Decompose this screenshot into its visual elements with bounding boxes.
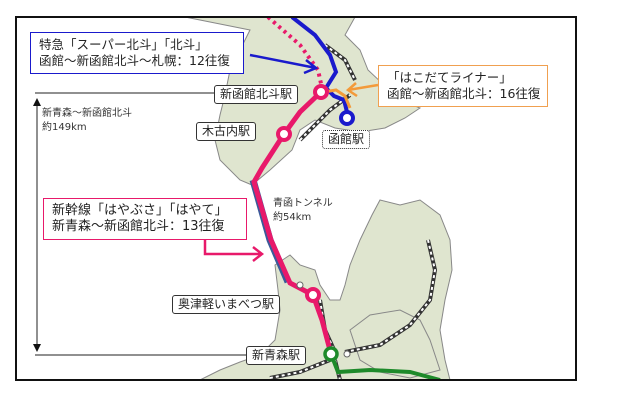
tunnel-note: 青函トンネル 約54km: [273, 197, 333, 225]
arrow-up-icon: [33, 98, 41, 106]
tunnel-name: 青函トンネル: [273, 198, 333, 209]
express-callout-arrow: [249, 53, 319, 75]
station-label-shin-aomori: 新青森駅: [246, 346, 307, 365]
distance-value: 約149km: [42, 122, 87, 133]
liner-callout: 「はこだてライナー」 函館～新函館北斗：16往復: [378, 65, 548, 107]
liner-callout-title: 「はこだてライナー」: [387, 70, 512, 85]
shinkansen-line: [251, 90, 334, 355]
future-shinkansen-line: [266, 17, 324, 89]
express-line: [290, 17, 350, 117]
station-marker-shin-hakodate-hokuto: [313, 84, 329, 100]
hakodate-liner-line: [323, 88, 352, 109]
station-label-kikonai: 木古内駅: [196, 122, 257, 141]
station-marker-shin-aomori: [323, 346, 339, 362]
station-label-hakodate: 函館駅: [322, 130, 371, 149]
shinkansen-callout-detail: 新青森～新函館北斗：13往復: [52, 219, 225, 234]
express-callout-title: 特急「スーパー北斗」「北斗」: [39, 37, 208, 52]
shinkansen-callout: 新幹線「はやぶさ」「はやて」 新青森～新函館北斗：13往復: [43, 198, 247, 240]
shinkansen-callout-arrow: [203, 240, 265, 262]
tohoku-line: [329, 353, 441, 380]
station-label-shin-hakodate-hokuto: 新函館北斗駅: [214, 85, 299, 104]
shinkansen-callout-title: 新幹線「はやぶさ」「はやて」: [52, 203, 228, 218]
tunnel-length: 約54km: [273, 212, 312, 223]
liner-callout-detail: 函館～新函館北斗：16往復: [387, 86, 541, 101]
distance-route: 新青森～新函館北斗: [42, 108, 132, 119]
arrow-down-icon: [33, 344, 41, 352]
station-marker-hakodate: [339, 110, 355, 126]
map-frame: [15, 16, 577, 381]
express-callout: 特急「スーパー北斗」「北斗」 函館～新函館北斗～札幌：12往復: [30, 32, 244, 74]
station-marker-okutsugaru: [305, 287, 321, 303]
distance-note: 新青森～新函館北斗 約149km: [42, 107, 132, 135]
peninsula-land: [349, 309, 441, 379]
station-marker-kikonai: [276, 126, 292, 142]
station-label-okutsugaru-imabetsu: 奥津軽いまべつ駅: [172, 295, 281, 314]
express-callout-detail: 函館～新函館北斗～札幌：12往復: [39, 53, 230, 68]
liner-callout-arrow: [345, 82, 379, 98]
